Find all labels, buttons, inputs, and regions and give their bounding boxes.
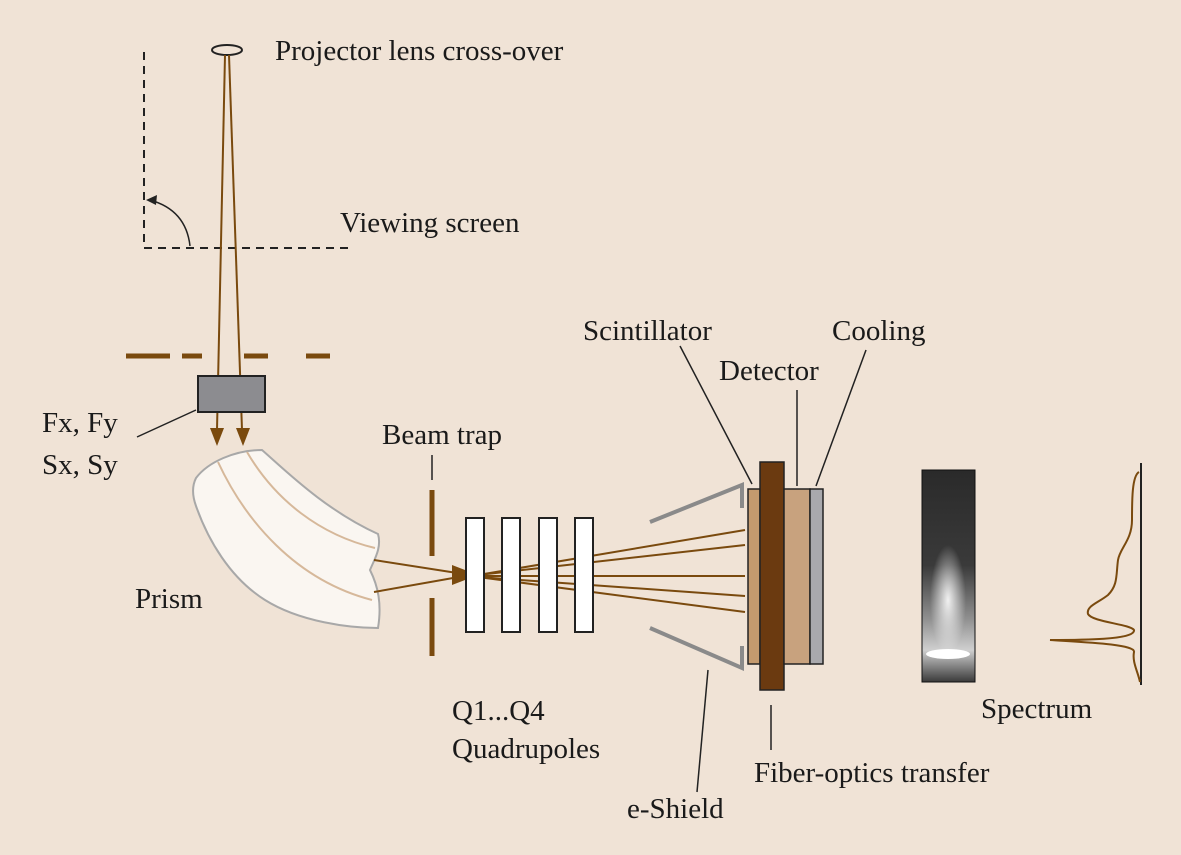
viewing-screen-label: Viewing screen [340, 207, 520, 239]
detector-leaders [679, 345, 867, 750]
quadrupole-q3 [538, 517, 558, 633]
fiber-optics-label: Fiber-optics transfer [754, 757, 990, 789]
quadrupole-q4 [574, 517, 594, 633]
spectrum-label: Spectrum [981, 693, 1093, 725]
zero-loss-peak-spot [926, 649, 970, 659]
e-shield-leader [696, 669, 709, 793]
e-shield-label: e-Shield [627, 793, 724, 825]
scintillator-layer [747, 488, 761, 665]
e-shield [649, 482, 744, 672]
beam-trap-label: Beam trap [382, 419, 502, 451]
focus-stigmator-box [197, 375, 266, 413]
fiber-optics-plate [759, 461, 785, 691]
rotation-arrowhead [146, 195, 157, 205]
spectrum-curve [1049, 471, 1141, 683]
quadrupole-q1 [465, 517, 485, 633]
quadrupoles [465, 517, 594, 633]
spectrum-glow [930, 545, 966, 655]
viewing-screen-frame [143, 52, 350, 249]
fx-fy-label: Fx, Fy [42, 407, 118, 439]
sx-sy-label: Sx, Sy [42, 449, 118, 481]
projector-lens-label: Projector lens cross-over [275, 35, 564, 67]
incident-beam [216, 54, 243, 431]
fx-fy-leader [136, 409, 197, 438]
prism-stripe-1 [217, 461, 373, 601]
cooling-plate [809, 488, 824, 665]
projector-lens-crossover [211, 44, 243, 56]
cooling-label: Cooling [832, 315, 925, 347]
prism-label: Prism [135, 583, 203, 615]
beam-arrowhead-left [210, 428, 224, 446]
quadrupole-q2 [501, 517, 521, 633]
scintillator-label: Scintillator [583, 315, 712, 347]
viewing-screen-rotation-arrow [149, 199, 191, 247]
prism-stripe-2 [246, 451, 376, 549]
dispersed-beam [373, 529, 746, 613]
detector-block [783, 488, 811, 665]
prism [192, 448, 381, 630]
beam-arrowhead-right [236, 428, 250, 446]
detector-label: Detector [719, 355, 819, 387]
quadrupoles-label: Quadrupoles [452, 733, 600, 765]
q1-q4-label: Q1...Q4 [452, 695, 545, 727]
